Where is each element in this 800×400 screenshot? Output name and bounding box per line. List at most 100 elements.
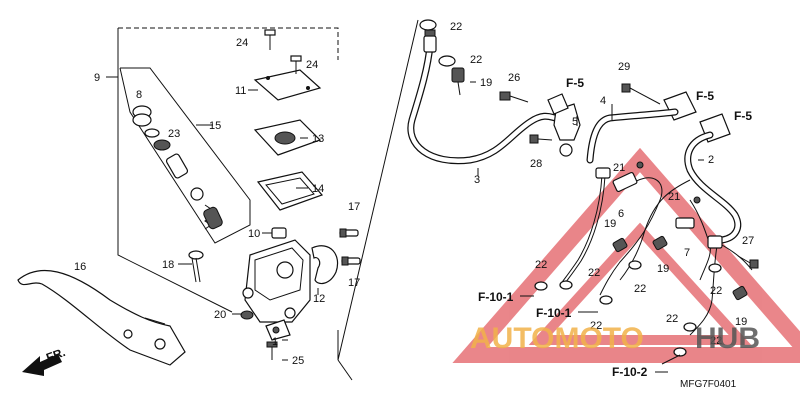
nut-20 <box>240 310 254 320</box>
label-22i: 22 <box>710 335 722 347</box>
bolt-17a <box>339 228 359 238</box>
ref-f5-c: F-5 <box>734 109 752 123</box>
label-21a: 21 <box>613 162 625 174</box>
bracket-1 <box>265 319 291 341</box>
brake-hose-2 <box>684 131 742 244</box>
label-11: 11 <box>235 85 246 97</box>
washer-22-i <box>673 347 687 357</box>
label-24b: 24 <box>306 59 318 71</box>
three-way-joint <box>553 103 581 157</box>
label-19a: 19 <box>480 77 492 89</box>
diaphragm <box>256 171 324 211</box>
label-3: 3 <box>474 174 480 186</box>
bolt-21b <box>693 196 701 204</box>
brake-hose-3 <box>407 29 560 165</box>
holder-clamp <box>311 245 339 285</box>
bolt-26 <box>499 91 529 103</box>
label-17b: 17 <box>348 277 360 289</box>
screw-24a <box>264 29 276 50</box>
washer-22-h <box>683 322 697 332</box>
label-5: 5 <box>572 116 578 128</box>
clamp-f5-left <box>547 93 569 115</box>
label-22b: 22 <box>470 54 482 66</box>
watermark-logo: AUTOMOTO HUB <box>470 322 760 355</box>
label-22d: 22 <box>588 267 600 279</box>
pivot-bolt <box>188 250 204 283</box>
label-17a: 17 <box>348 201 360 213</box>
label-12: 12 <box>313 293 325 305</box>
bracket-7 <box>675 217 695 229</box>
joint-lower <box>707 235 723 249</box>
label-20: 20 <box>214 309 226 321</box>
label-21b: 21 <box>668 191 680 203</box>
ref-f10-2: F-10-2 <box>612 365 648 379</box>
brake-pipes <box>559 174 753 336</box>
washer-22-e <box>599 295 613 305</box>
label-8: 8 <box>136 89 142 101</box>
fitting-a <box>595 167 611 179</box>
ref-f5-a: F-5 <box>566 76 584 90</box>
watermark-triangle <box>452 147 800 363</box>
label-9: 9 <box>94 72 100 84</box>
banjo-bolt-19a <box>612 237 628 253</box>
part-labels: 1 2 3 4 5 6 7 8 9 10 11 12 13 14 15 16 1… <box>74 21 754 367</box>
label-25: 25 <box>292 355 304 367</box>
brake-lever <box>17 269 186 366</box>
bolt-17b <box>341 256 361 266</box>
washer-22-top <box>419 19 437 31</box>
ref-f10-1b: F-10-1 <box>536 306 572 320</box>
banjo-bolt-19b <box>652 235 668 251</box>
label-23: 23 <box>168 128 180 140</box>
washer-22-d <box>559 280 573 290</box>
ref-f5-b: F-5 <box>696 89 714 103</box>
label-14: 14 <box>312 183 324 195</box>
diagram-code: MFG7F0401 <box>680 379 737 390</box>
label-6: 6 <box>618 208 624 220</box>
front-direction-label: FR. <box>44 345 67 365</box>
label-7: 7 <box>684 247 690 259</box>
banjo-bolt-19c <box>732 285 748 301</box>
reservoir-cap <box>253 69 322 101</box>
washer-22-c <box>534 281 548 291</box>
piston-seal-kit <box>132 105 223 230</box>
label-22a: 22 <box>450 21 462 33</box>
label-13: 13 <box>312 133 324 145</box>
label-28: 28 <box>530 158 542 170</box>
washer-22-f <box>628 260 642 270</box>
reference-labels: F-5 F-5 F-5 F-10-1 F-10-1 F-10-2 <box>478 76 752 379</box>
screw-25 <box>266 341 278 360</box>
banjo-bolt-19 <box>451 67 465 96</box>
label-22e: 22 <box>634 283 646 295</box>
assembly-outline <box>118 27 339 60</box>
label-22h: 22 <box>666 313 678 325</box>
label-27: 27 <box>742 235 754 247</box>
label-22g: 22 <box>590 320 602 332</box>
label-29: 29 <box>618 61 630 73</box>
master-cylinder-body <box>242 239 311 323</box>
label-10: 10 <box>248 228 260 240</box>
label-19b: 19 <box>604 218 616 230</box>
watermark-text-a: AUTOMOTO <box>470 322 644 355</box>
label-16: 16 <box>74 261 86 273</box>
washer-22-b <box>438 55 456 67</box>
label-15: 15 <box>209 120 221 132</box>
label-22c: 22 <box>535 259 547 271</box>
front-arrow-icon <box>22 354 62 376</box>
leader-lines <box>178 81 704 373</box>
label-24a: 24 <box>236 37 248 49</box>
label-19d: 19 <box>735 316 747 328</box>
label-18: 18 <box>162 259 174 271</box>
bolt-28 <box>529 134 553 144</box>
label-2: 2 <box>708 154 714 166</box>
bracket-6 <box>612 171 638 193</box>
bolt-29 <box>621 83 661 105</box>
seal-kit-outline <box>119 67 251 244</box>
brake-hose-4 <box>586 108 679 164</box>
washer-22-g <box>708 263 722 273</box>
label-4: 4 <box>600 95 606 107</box>
ref-f10-1a: F-10-1 <box>478 290 514 304</box>
watermark-text-b: HUB <box>695 322 760 355</box>
reservoir-plate <box>253 119 322 156</box>
